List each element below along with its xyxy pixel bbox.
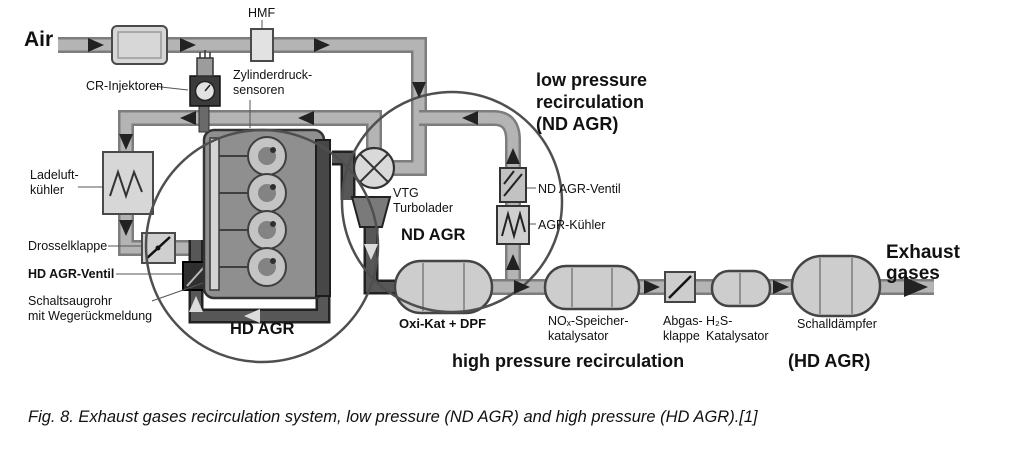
nd-agr-label: ND AGR xyxy=(401,226,466,244)
cr-injector-gauge xyxy=(189,50,221,133)
nox-storage-catalyst xyxy=(543,264,641,311)
exhaust-manifold xyxy=(315,139,331,297)
common-rail xyxy=(209,137,220,291)
intake-manifold-label: Schaltsaugrohr mit Wegerückmeldung xyxy=(28,294,153,323)
exhaust-gases-label: Exhaust gases xyxy=(886,242,960,285)
egr-system-diagram: Air HMF CR-Injektoren Zylinderdruck- sen… xyxy=(24,6,960,371)
air-filter xyxy=(111,25,168,65)
engine-block xyxy=(189,50,331,300)
oxi-kat-dpf xyxy=(393,259,494,315)
high-pressure-title: high pressure recirculation xyxy=(452,351,685,371)
hd-agr-valve-label: HD AGR-Ventil xyxy=(28,267,115,281)
intercooler-label: Ladeluft- kühler xyxy=(30,168,79,197)
exhaust-flap-label: Abgas- klappe xyxy=(663,314,703,343)
diagram-canvas xyxy=(58,20,934,364)
throttle-label: Drosselklappe xyxy=(28,239,108,253)
turbine xyxy=(350,196,392,228)
hd-agr-circle xyxy=(144,128,380,364)
hmf-label: HMF xyxy=(248,6,276,20)
agr-cooler xyxy=(496,205,530,245)
flow-arrows xyxy=(88,38,928,323)
vtg-turbo-label: VTG Turbolader xyxy=(393,186,453,215)
air-label: Air xyxy=(24,28,54,51)
cylinders xyxy=(219,136,287,287)
nd-agr-circle xyxy=(340,90,564,314)
nd-agr-valve xyxy=(499,167,527,203)
label-leader-lines xyxy=(78,85,536,302)
hmf-sensor xyxy=(250,20,274,62)
cylinder-pressure-sensors-label: Zylinderdruck- sensoren xyxy=(233,68,313,97)
h2s-catalyst-label: H₂S- Katalysator xyxy=(706,314,769,343)
hd-agr-label: HD AGR xyxy=(230,320,295,338)
agr-cooler-label: AGR-Kühler xyxy=(538,218,606,232)
figure-caption: Fig. 8. Exhaust gases recirculation syst… xyxy=(28,408,758,426)
hd-agr-paren-title: (HD AGR) xyxy=(788,351,871,371)
intercooler xyxy=(102,151,154,215)
nd-agr-valve-label: ND AGR-Ventil xyxy=(538,182,621,196)
nox-catalyst-label: NOₓ-Speicher- katalysator xyxy=(548,314,629,343)
low-pressure-title: low pressure recirculation (ND AGR) xyxy=(536,70,648,134)
muffler-label: Schalldämpfer xyxy=(797,317,877,331)
muffler xyxy=(790,254,882,318)
oxi-kat-dpf-label: Oxi-Kat + DPF xyxy=(399,316,487,331)
exhaust-flap xyxy=(664,271,696,303)
cr-injectors-label: CR-Injektoren xyxy=(86,79,164,93)
h2s-catalyst xyxy=(710,269,772,308)
vtg-turbocharger xyxy=(350,146,396,228)
